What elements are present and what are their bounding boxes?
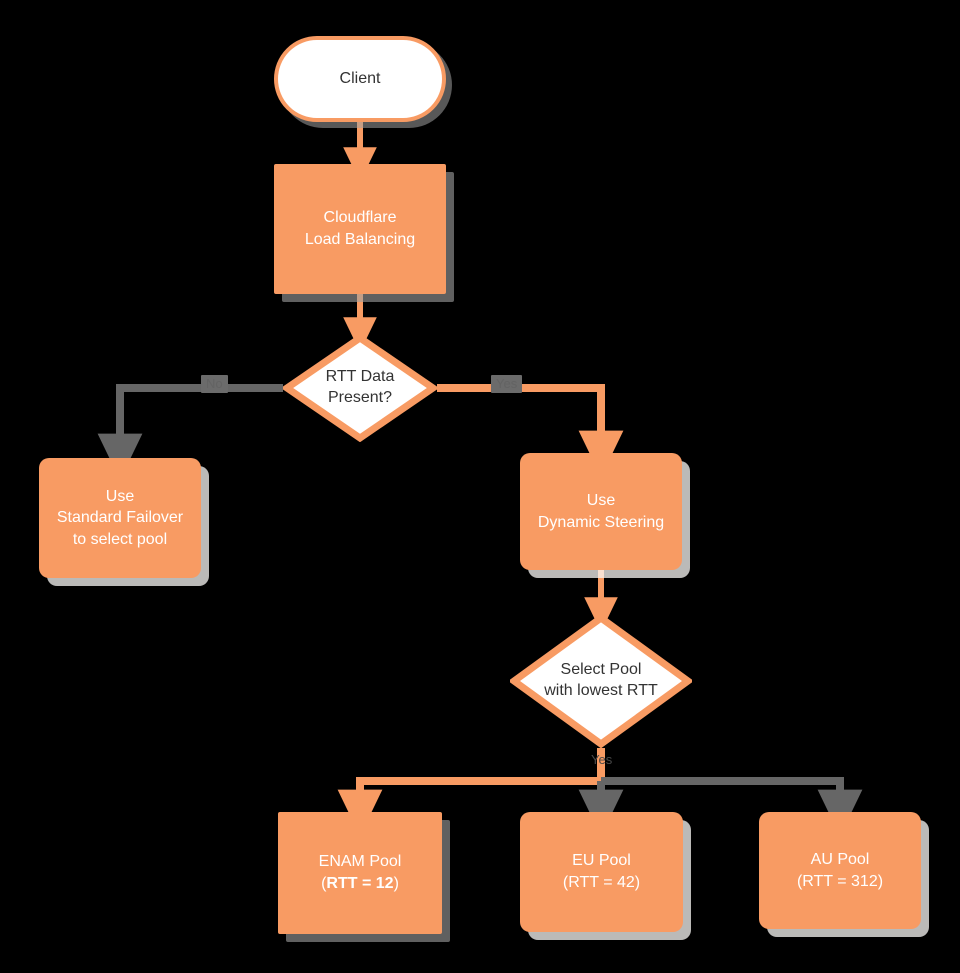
node-dynamic-steering-label: Use Dynamic Steering <box>538 490 664 533</box>
diamond-shape-rtt <box>283 334 437 442</box>
node-eu-pool-label: EU Pool (RTT = 42) <box>563 850 640 893</box>
node-au-pool[interactable]: AU Pool (RTT = 312) <box>759 812 921 929</box>
node-au-line1: AU Pool <box>810 850 870 868</box>
node-client-label: Client <box>339 70 381 87</box>
node-eu-pool[interactable]: EU Pool (RTT = 42) <box>520 812 683 932</box>
node-enam-pool[interactable]: ENAM Pool (RTT = 12) <box>278 812 442 934</box>
node-enam-rtt-value: RTT = 12 <box>326 875 394 892</box>
node-select-pool-label: Select Pool with lowest RTT <box>540 660 662 702</box>
node-dynamic-steering[interactable]: Use Dynamic Steering <box>520 453 682 570</box>
edge-label-pool-selected: Yes <box>591 752 613 767</box>
node-sp-line2: with lowest RTT <box>544 682 658 699</box>
node-sp-line1: Select Pool <box>560 661 642 679</box>
node-eu-line2: (RTT = 42) <box>562 874 641 891</box>
node-cloudflare-load-balancing[interactable]: Cloudflare Load Balancing <box>274 164 446 294</box>
edge-label-rtt-no: No <box>201 375 228 394</box>
edge-rtt-no-to-standard-failover <box>97 384 283 480</box>
node-enam-rtt-open: ( <box>321 875 327 892</box>
node-lb-line1: Cloudflare <box>323 209 397 227</box>
node-au-line2: (RTT = 312) <box>796 872 884 890</box>
node-lb-line2: Load Balancing <box>304 231 416 248</box>
node-client[interactable]: Client <box>274 36 446 122</box>
node-standard-failover-label: Use Standard Failover to select pool <box>57 486 183 551</box>
node-sf-line3: to select pool <box>72 530 168 548</box>
node-standard-failover[interactable]: Use Standard Failover to select pool <box>39 458 201 578</box>
node-rtt-line2: Present? <box>327 389 393 406</box>
node-rtt-data-present-decision[interactable]: RTT Data Present? <box>283 334 437 442</box>
node-ds-line2: Dynamic Steering <box>537 513 665 531</box>
node-enam-line1: ENAM Pool <box>318 853 402 871</box>
edge-rtt-yes-to-dynamic-steering <box>437 384 624 477</box>
edge-label-rtt-yes: Yes <box>491 375 523 394</box>
node-cloudflare-load-balancing-label: Cloudflare Load Balancing <box>305 207 415 250</box>
edge-select-pool-to-enam <box>337 748 605 836</box>
node-enam-rtt-close: ) <box>393 875 399 892</box>
node-rtt-data-present-label: RTT Data Present? <box>322 367 399 409</box>
node-eu-line1: EU Pool <box>572 852 631 870</box>
diamond-shape-select-pool <box>510 614 692 748</box>
node-sf-line2: Standard Failover <box>56 509 184 527</box>
node-au-pool-label: AU Pool (RTT = 312) <box>797 849 883 892</box>
node-enam-pool-label: ENAM Pool (RTT = 12) <box>319 851 402 894</box>
node-sf-line1: Use <box>105 487 135 505</box>
node-rtt-line1: RTT Data <box>325 368 395 386</box>
edge-select-pool-to-au <box>601 777 863 836</box>
node-ds-line1: Use <box>586 491 616 509</box>
node-select-pool-decision[interactable]: Select Pool with lowest RTT <box>510 614 692 748</box>
